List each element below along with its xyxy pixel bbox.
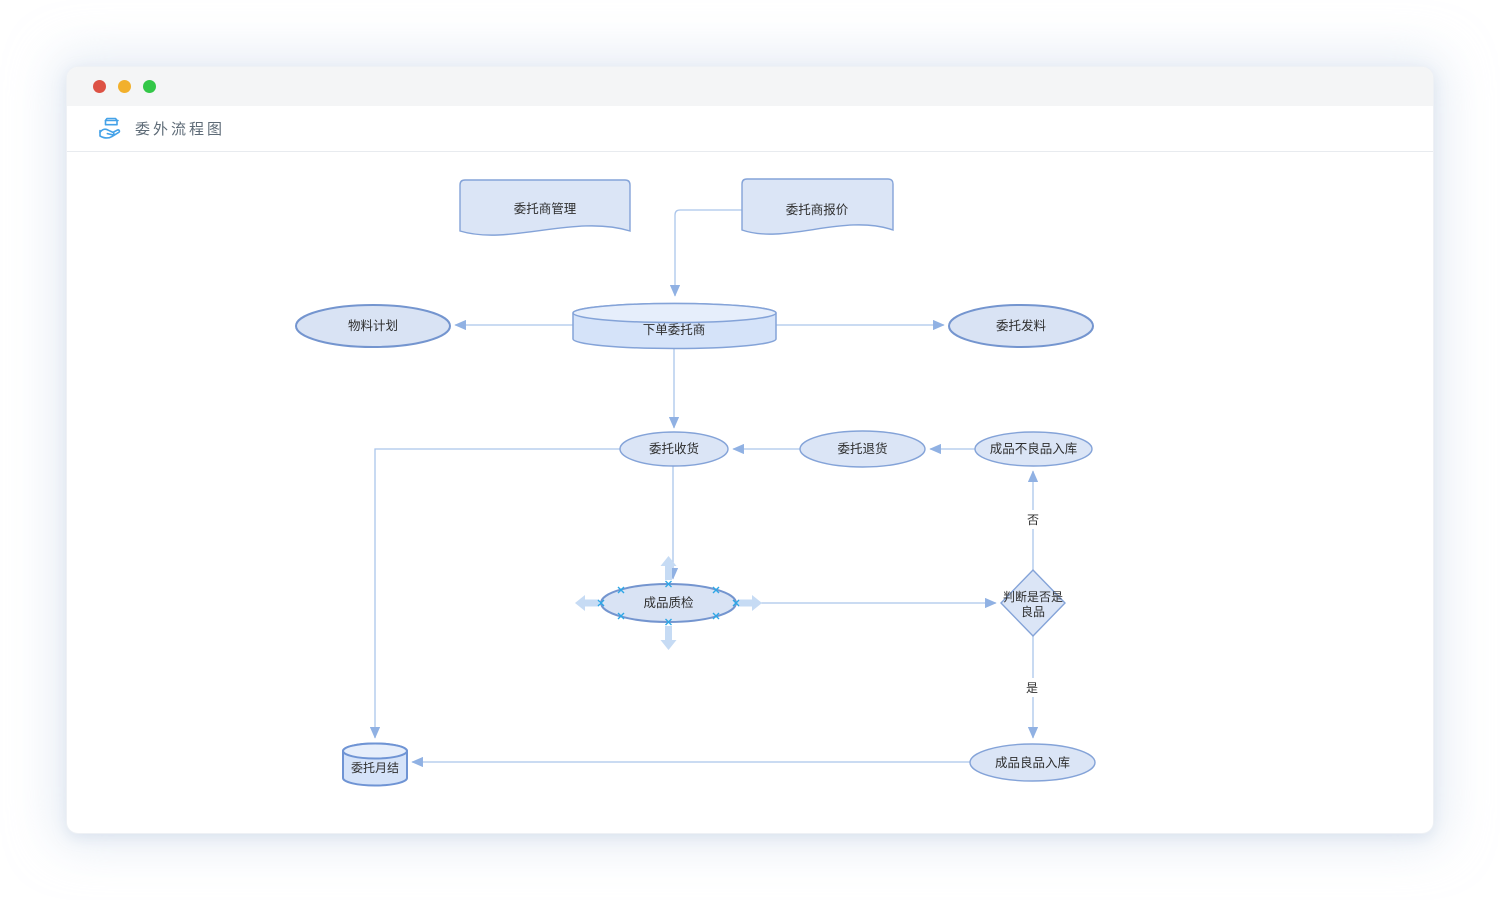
node-doc-manage[interactable]: 委托商管理 <box>459 179 631 236</box>
node-decision[interactable]: 判断是否是 良品 <box>1000 568 1066 638</box>
svg-text:委托月结: 委托月结 <box>351 761 399 775</box>
svg-text:良品: 良品 <box>1021 604 1045 619</box>
svg-text:委托商管理: 委托商管理 <box>514 201 577 216</box>
node-qc-selected[interactable]: 成品质检 <box>575 556 762 650</box>
window-titlebar <box>67 67 1433 106</box>
node-good-in[interactable]: 成品良品入库 <box>969 743 1096 782</box>
maximize-button[interactable] <box>143 80 156 93</box>
node-receive[interactable]: 委托收货 <box>619 431 729 467</box>
svg-text:物料计划: 物料计划 <box>348 319 398 333</box>
node-monthly-cylinder[interactable]: 委托月结 <box>342 742 408 787</box>
autoconnect-arrow-down[interactable] <box>660 626 677 650</box>
node-defect-in[interactable]: 成品不良品入库 <box>974 431 1093 467</box>
svg-text:判断是否是: 判断是否是 <box>1003 589 1063 604</box>
node-doc-quote[interactable]: 委托商报价 <box>741 178 894 235</box>
node-order-cylinder[interactable]: 下单委托商 <box>572 302 777 350</box>
svg-text:委托收货: 委托收货 <box>649 441 699 456</box>
edge-receive-to-monthly <box>369 448 620 739</box>
autoconnect-arrow-right[interactable] <box>738 595 762 611</box>
svg-text:成品良品入库: 成品良品入库 <box>995 755 1070 770</box>
minimize-button[interactable] <box>118 80 131 93</box>
svg-text:否: 否 <box>1027 513 1039 527</box>
svg-text:委托商报价: 委托商报价 <box>786 202 849 217</box>
svg-text:是: 是 <box>1026 681 1038 695</box>
edge-quote-to-order <box>669 209 742 297</box>
node-material-plan[interactable]: 物料计划 <box>295 304 451 348</box>
edge-label-no: 否 <box>1025 510 1041 529</box>
svg-text:成品不良品入库: 成品不良品入库 <box>990 441 1078 456</box>
svg-text:委托发料: 委托发料 <box>996 318 1047 333</box>
node-returns[interactable]: 委托退货 <box>799 430 926 468</box>
document-header: 委外流程图 <box>67 106 1433 152</box>
autoconnect-arrow-left[interactable] <box>575 595 599 611</box>
svg-text:委托退货: 委托退货 <box>837 441 887 456</box>
hand-holding-box-icon <box>99 117 121 139</box>
node-dispatch[interactable]: 委托发料 <box>948 304 1094 348</box>
diagram-canvas[interactable]: 否 是 委托商管理 委托商报价 下单委托商 <box>67 152 1433 832</box>
autoconnect-arrow-up[interactable] <box>660 556 677 580</box>
edge-label-yes: 是 <box>1024 678 1040 697</box>
close-button[interactable] <box>93 80 106 93</box>
app-window: 委外流程图 <box>67 67 1433 833</box>
flowchart-svg: 否 是 委托商管理 委托商报价 下单委托商 <box>295 178 1096 787</box>
page-title: 委外流程图 <box>135 121 226 138</box>
svg-text:成品质检: 成品质检 <box>643 595 694 610</box>
svg-text:下单委托商: 下单委托商 <box>643 322 706 337</box>
